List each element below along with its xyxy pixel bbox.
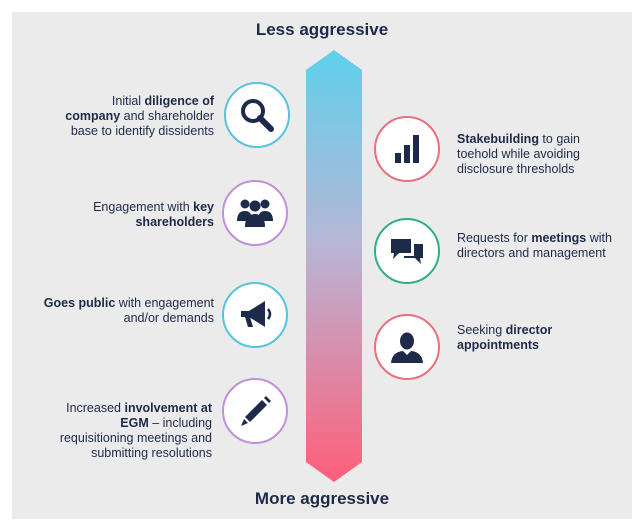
step-circle-diligence: [224, 82, 290, 148]
megaphone-icon: [241, 301, 272, 327]
step-text-stakebuilding: Stakebuilding to gain toehold while avoi…: [457, 132, 581, 176]
speech-bubbles-icon: [391, 239, 423, 264]
step-text-meetings: Requests for meetings with directors and…: [457, 231, 612, 260]
step-circle-stakebuilding: [374, 116, 440, 182]
step-text-engagement: Engagement with key shareholders: [93, 200, 214, 229]
step-text-director: Seeking director appointments: [457, 323, 553, 352]
magnifier-icon: [241, 99, 274, 132]
step-circle-meetings: [374, 218, 440, 284]
step-circle-engagement: [222, 180, 288, 246]
bar-chart-icon: [395, 135, 419, 163]
more-aggressive-label: More aggressive: [254, 489, 390, 508]
step-text-public: Goes public with engagement and/or deman…: [43, 296, 214, 325]
aggression-arrow: [306, 50, 362, 482]
pencil-icon: [241, 396, 271, 426]
step-text-diligence: Initial diligence of company and shareho…: [65, 94, 214, 138]
person-icon: [391, 332, 423, 363]
group-icon: [237, 199, 273, 227]
step-circle-public: [222, 282, 288, 348]
step-circle-director: [374, 314, 440, 380]
step-text-egm: Increased involvement at EGM – including…: [59, 401, 212, 460]
less-aggressive-label: Less aggressive: [255, 20, 389, 39]
step-circle-egm: [222, 378, 288, 444]
